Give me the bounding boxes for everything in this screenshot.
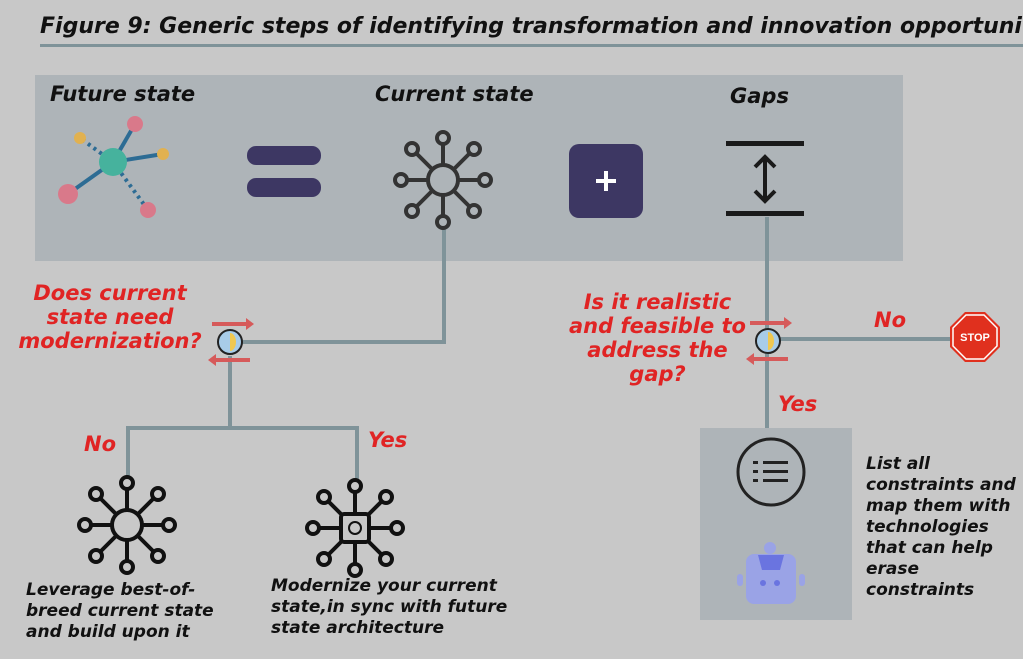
stop-label: STOP [960, 332, 990, 344]
connector [228, 356, 232, 430]
connector [355, 426, 359, 480]
gap-arrow-icon [726, 141, 804, 216]
connector [442, 228, 446, 344]
future-state-label: Future state [50, 82, 196, 106]
gaps-label: Gaps [730, 84, 789, 108]
no-branch-label: No [874, 308, 907, 332]
modernize-outcome-text: Modernize your current state,in sync wit… [271, 576, 508, 638]
chip-hub-icon [305, 478, 405, 578]
yes-branch-label: Yes [368, 428, 408, 452]
title-underline [40, 44, 1023, 47]
current-state-label: Current state [375, 82, 534, 106]
connector [770, 337, 952, 341]
leverage-outcome-text: Leverage best-of-breed current state and… [26, 580, 214, 642]
hub-icon [393, 130, 493, 230]
connector [126, 426, 359, 430]
hub-icon [77, 475, 177, 575]
decision-brain-icon [746, 317, 792, 365]
connector [126, 426, 130, 476]
figure-title: Figure 9: Generic steps of identifying t… [40, 14, 1023, 39]
list-icon [736, 437, 806, 507]
network-icon [58, 116, 169, 218]
feasibility-question: Is it realistic and feasible to address … [569, 290, 746, 386]
constraints-outcome-text: List all constraints and map them with t… [866, 454, 1016, 600]
equation-panel [35, 75, 903, 261]
connector [240, 340, 446, 344]
robot-icon [737, 542, 805, 604]
decision-brain-icon [208, 318, 254, 366]
no-branch-label: No [84, 432, 117, 456]
modernization-question: Does current state need modernization? [18, 281, 202, 353]
yes-branch-label: Yes [778, 392, 818, 416]
plus-icon [569, 144, 643, 218]
equals-icon [247, 146, 321, 197]
stop-sign-icon: STOP [950, 312, 1000, 362]
